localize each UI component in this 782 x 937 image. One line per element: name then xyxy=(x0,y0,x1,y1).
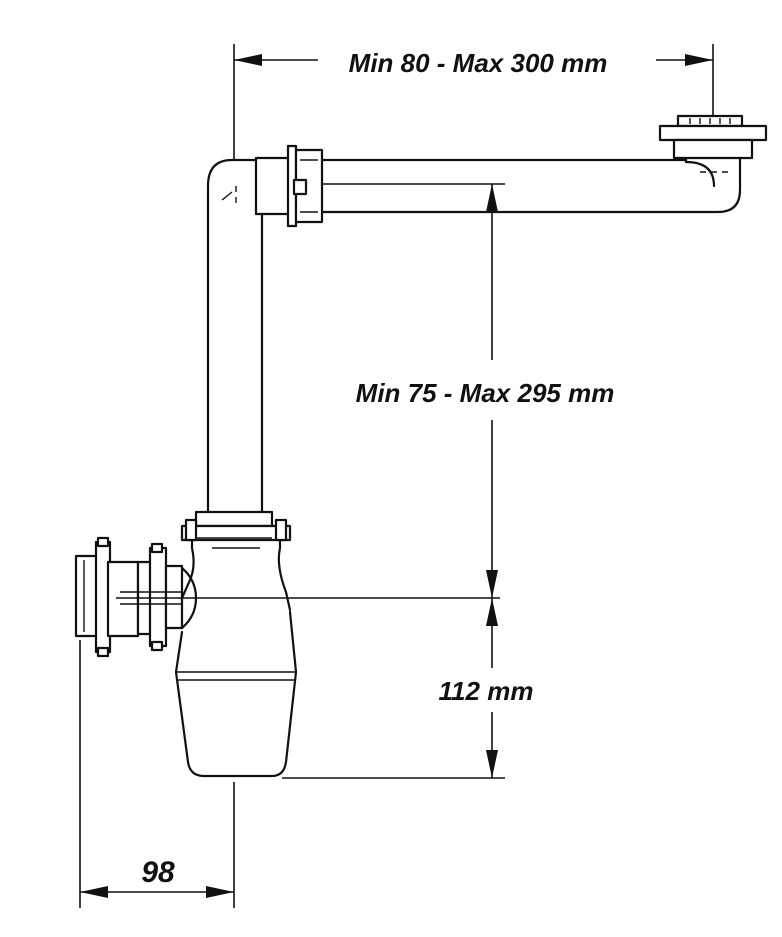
dimension-trap-depth: 112 mm xyxy=(282,598,534,779)
side-outlet xyxy=(74,536,500,658)
outlet-projection-label: 98 xyxy=(141,856,175,889)
dimension-horizontal-offset: Min 80 - Max 300 mm xyxy=(233,44,714,160)
vertical-pipe xyxy=(206,158,264,514)
sink-waste-fitting xyxy=(658,114,768,160)
horizontal-pipe-nut xyxy=(254,144,324,228)
horizontal-offset-label: Min 80 - Max 300 mm xyxy=(349,48,608,78)
dimension-outlet-projection: 98 xyxy=(79,640,235,908)
vertical-height-label: Min 75 - Max 295 mm xyxy=(356,378,615,408)
bottle-trap-body xyxy=(174,538,298,778)
trap-depth-label: 112 mm xyxy=(439,676,534,706)
horizontal-pipe xyxy=(320,156,742,214)
trap-top-nut xyxy=(180,510,292,542)
dimension-vertical-height: Min 75 - Max 295 mm xyxy=(356,184,615,598)
